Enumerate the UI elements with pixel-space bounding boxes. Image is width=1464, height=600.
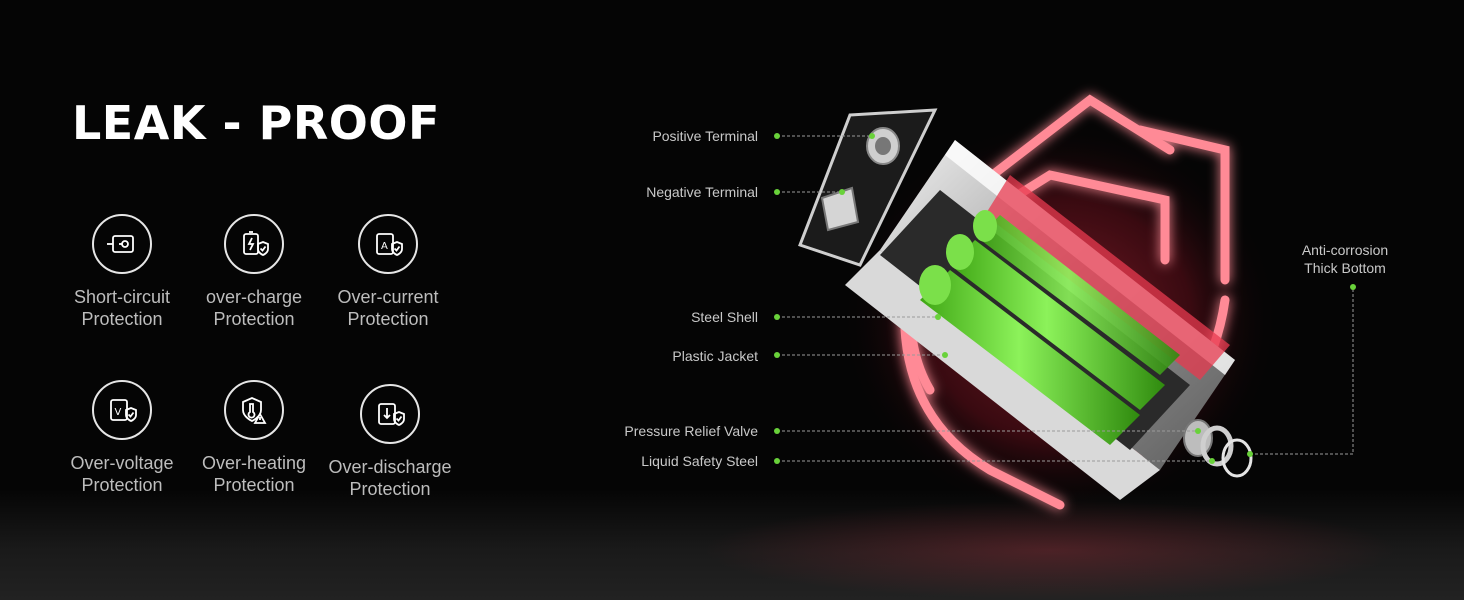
over-current-icon: A bbox=[358, 214, 418, 274]
callout-dots bbox=[774, 133, 1356, 464]
over-voltage-icon: V bbox=[92, 380, 152, 440]
callout-lines bbox=[777, 135, 1354, 462]
label-steel-shell: Steel Shell bbox=[691, 309, 758, 325]
over-heating-icon bbox=[224, 380, 284, 440]
battery-body bbox=[798, 108, 1253, 500]
svg-text:V: V bbox=[115, 407, 122, 418]
bottom-valve bbox=[1183, 419, 1253, 478]
feature-over-voltage: V Over-voltage Protection bbox=[42, 380, 202, 496]
label-negative-terminal: Negative Terminal bbox=[646, 184, 758, 200]
feature-over-heating: Over-heating Protection bbox=[174, 380, 334, 496]
over-discharge-icon bbox=[360, 384, 420, 444]
positive-terminal bbox=[866, 127, 900, 165]
svg-text:A: A bbox=[381, 241, 388, 252]
over-charge-icon bbox=[224, 214, 284, 274]
feature-over-discharge: Over-discharge Protection bbox=[310, 384, 470, 500]
floor-reflection bbox=[0, 490, 1464, 600]
short-circuit-icon bbox=[92, 214, 152, 274]
label-positive-terminal: Positive Terminal bbox=[652, 128, 758, 144]
feature-over-charge: over-charge Protection bbox=[174, 214, 334, 330]
feature-over-current: A Over-current Protection bbox=[308, 214, 468, 330]
feature-short-circuit: Short-circuit Protection bbox=[42, 214, 202, 330]
label-plastic-jacket: Plastic Jacket bbox=[672, 348, 758, 364]
green-cells bbox=[919, 210, 1180, 445]
label-liquid-safety-steel: Liquid Safety Steel bbox=[641, 453, 758, 469]
page-title: LEAK - PROOF bbox=[72, 96, 440, 150]
label-anti-corrosion-bottom: Anti-corrosion Thick Bottom bbox=[1301, 242, 1389, 276]
label-pressure-relief-valve: Pressure Relief Valve bbox=[624, 423, 758, 439]
